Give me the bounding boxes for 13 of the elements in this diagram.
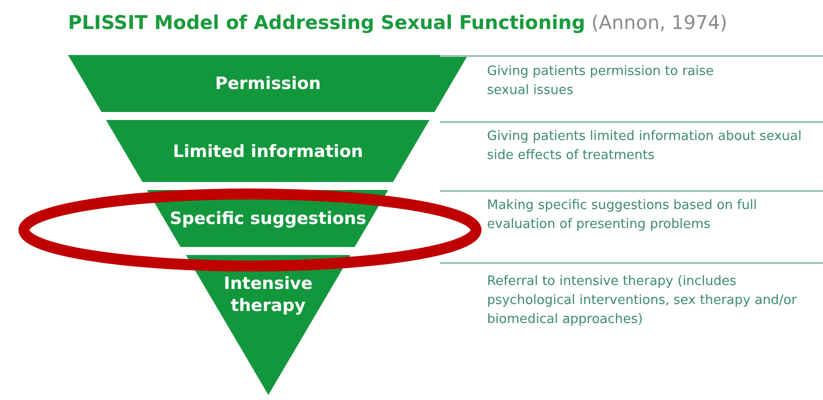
level-description: Making specific suggestions based on full evaluation of presenting problems — [487, 197, 758, 234]
level-description: Giving patients limited information about sexual side effects of treatments — [487, 128, 803, 165]
level-label: Permission — [214, 73, 322, 95]
level-description: Giving patients permission to raise sexual issues — [487, 63, 715, 100]
pyramid-level — [147, 190, 389, 247]
title: PLISSIT Model of Addressing Sexual Functioning (Annon, 1974) — [68, 12, 728, 34]
pyramid-level — [106, 120, 430, 182]
pyramid-level — [186, 255, 350, 395]
level-label: Specific suggestions — [168, 208, 368, 230]
level-description: Referral to intensive therapy (includes psychological interventions, sex therapy and/or biomedical approaches) — [487, 273, 798, 329]
level-label: Intensive therapy — [222, 273, 314, 317]
level-label: Limited information — [172, 141, 364, 163]
pyramid-level — [68, 55, 468, 112]
